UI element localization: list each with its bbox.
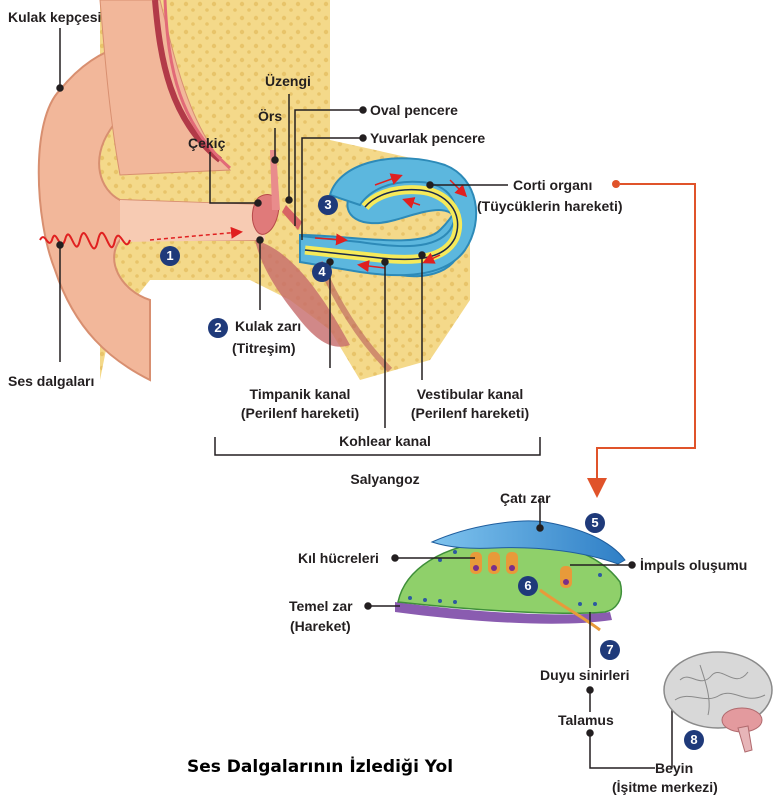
label-temel-hareket: (Hareket) <box>290 618 351 634</box>
label-beyin: Beyin <box>655 760 694 776</box>
label-temel-zar: Temel zar <box>289 598 353 614</box>
vessel <box>152 0 222 163</box>
label-ors: Örs <box>258 108 283 124</box>
label-isitme-merkezi: (İşitme merkezi) <box>612 779 718 795</box>
label-vestibular-kanal: Vestibular kanal <box>416 386 524 402</box>
tectorial-membrane <box>430 520 626 565</box>
label-tuycuklerin-hareketi: (Tüycüklerin hareketi) <box>477 198 623 214</box>
vessel-2 <box>163 0 231 170</box>
flow-start-dot <box>612 180 620 188</box>
step-badge-1: 1 <box>160 246 180 266</box>
ear-canal-skin <box>120 200 265 242</box>
sound-direction-arrow <box>149 226 243 241</box>
step-badge-7: 7 <box>600 640 620 660</box>
label-uzengi: Üzengi <box>265 73 311 89</box>
label-vestibular-hareket: (Perilenf hareketi) <box>410 405 530 421</box>
anvil-bone <box>270 150 280 210</box>
step-badge-2: 2 <box>208 318 228 338</box>
hair-cells-group <box>470 552 572 588</box>
label-oval-pencere: Oval pencere <box>370 102 458 118</box>
label-salyangoz: Salyangoz <box>350 471 420 487</box>
nerve-fibers <box>539 588 601 632</box>
step-badge-3: 3 <box>318 195 338 215</box>
brain-illustration <box>663 651 773 753</box>
cochlear-duct-line <box>304 188 459 261</box>
label-kohlear-kanal: Kohlear kanal <box>339 433 431 449</box>
label-kulak-zari: Kulak zarı <box>235 318 302 334</box>
label-impuls-olusumu: İmpuls oluşumu <box>640 557 748 573</box>
step-badge-6: 6 <box>518 576 538 596</box>
stirrup-bone <box>282 205 302 230</box>
label-kulak-kepcesi: Kulak kepçesi <box>8 9 102 25</box>
step-badge-8: 8 <box>684 730 704 750</box>
cell-nuclei <box>408 550 602 606</box>
label-titresim: (Titreşim) <box>232 340 296 356</box>
step-badge-4: 4 <box>312 262 332 282</box>
label-yuvarlak-pencere: Yuvarlak pencere <box>370 130 486 146</box>
label-corti-organi: Corti organı <box>513 177 593 193</box>
perilymph-flow-arrows <box>314 173 468 273</box>
sound-wave <box>39 231 131 250</box>
middle-ear-cavity <box>255 240 350 347</box>
step-badge-5: 5 <box>585 513 605 533</box>
basilar-membrane <box>395 602 612 624</box>
leader-lines-upper <box>56 28 541 456</box>
label-duyu-sinirleri: Duyu sinirleri <box>540 667 630 683</box>
label-kil-hucreleri: Kıl hücreleri <box>298 550 379 566</box>
label-ses-dalgalari: Ses dalgaları <box>8 373 95 389</box>
label-timpanik-kanal: Timpanik kanal <box>249 386 351 402</box>
label-cati-zar: Çatı zar <box>500 490 551 506</box>
label-timpanik-hareket: (Perilenf hareketi) <box>240 405 360 421</box>
temporal-bone <box>100 0 470 380</box>
flow-arrow-to-organ <box>587 183 696 498</box>
diagram-title: Ses Dalgalarının İzlediği Yol <box>187 757 454 777</box>
label-cekic: Çekiç <box>188 135 226 151</box>
label-talamus: Talamus <box>558 712 614 728</box>
